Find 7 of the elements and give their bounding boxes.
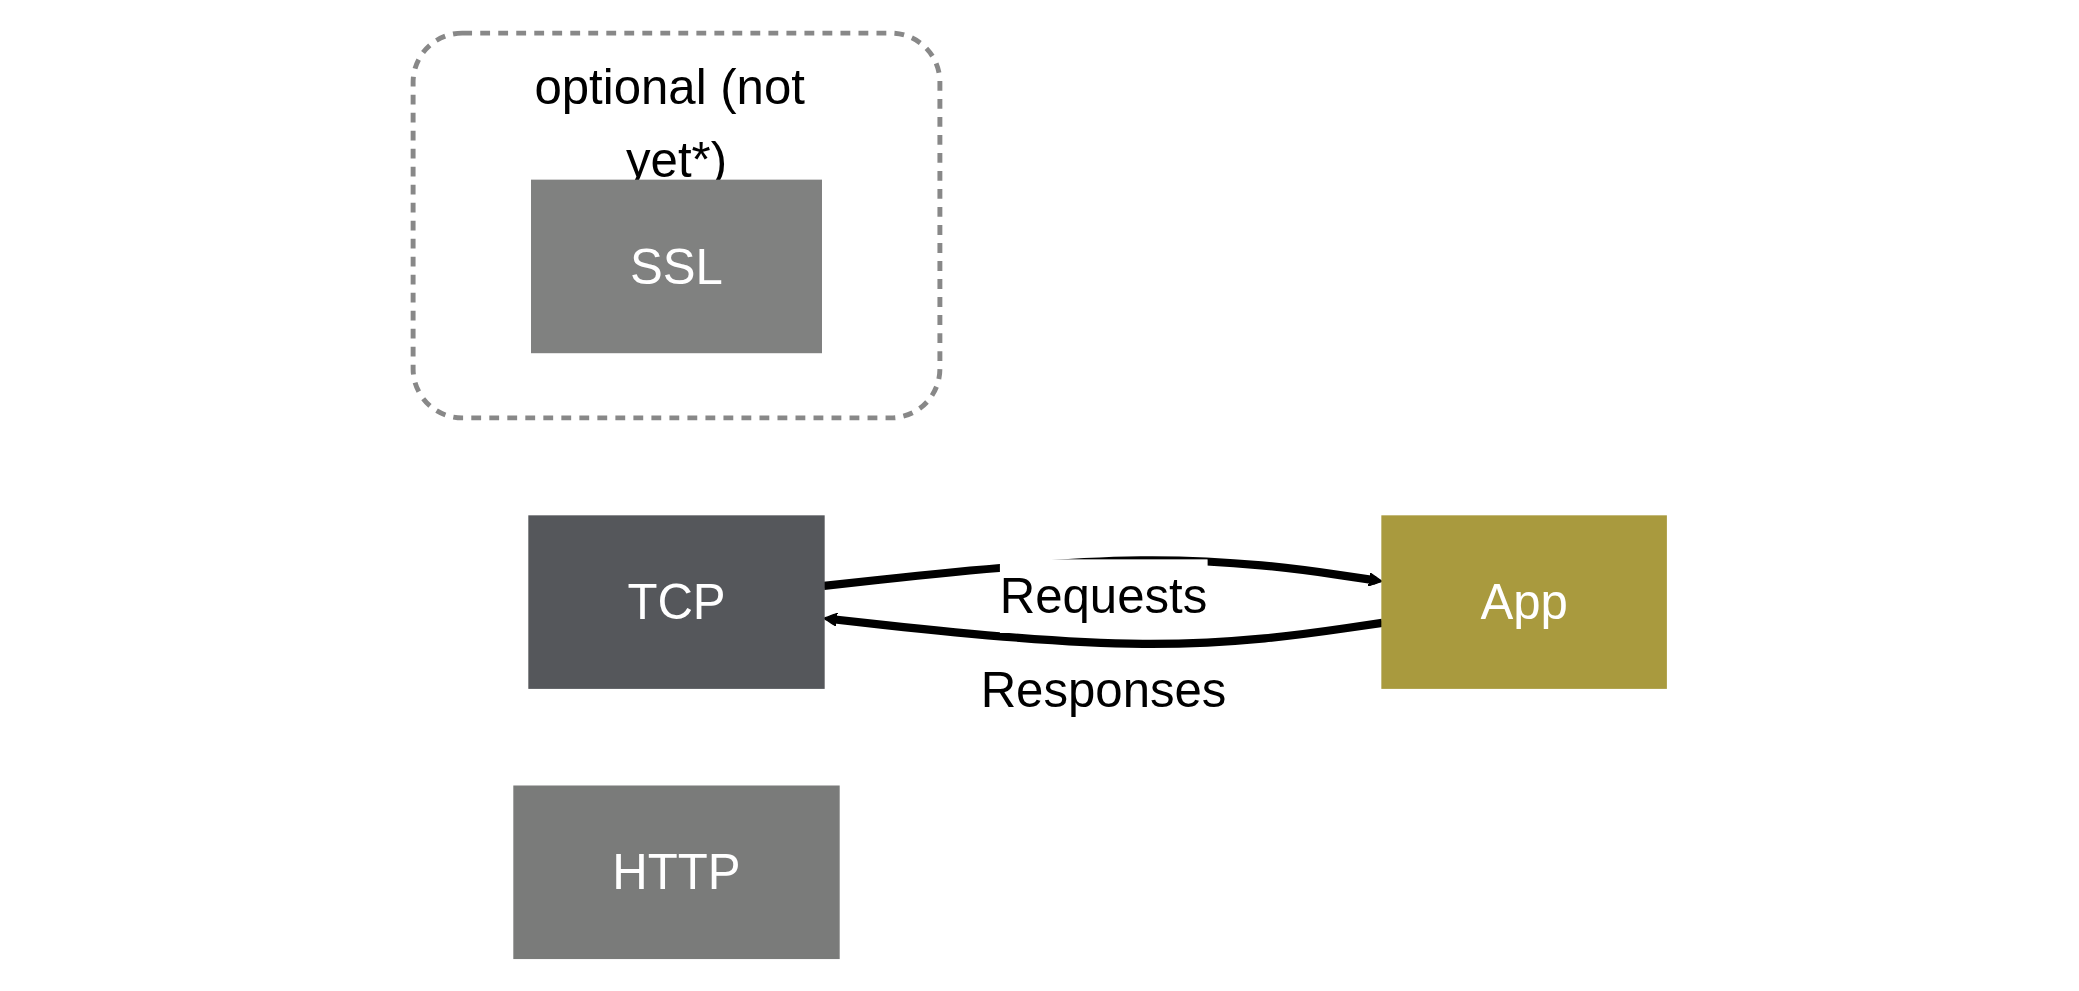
node-box: HTTP [513, 785, 840, 959]
arrow [823, 612, 1383, 648]
edge-label: Requests [999, 568, 1208, 623]
node-box: TCP [528, 515, 825, 689]
node-box: SSL [530, 179, 822, 354]
edge-label: Responses [980, 662, 1227, 717]
node-box: App [1381, 515, 1667, 689]
